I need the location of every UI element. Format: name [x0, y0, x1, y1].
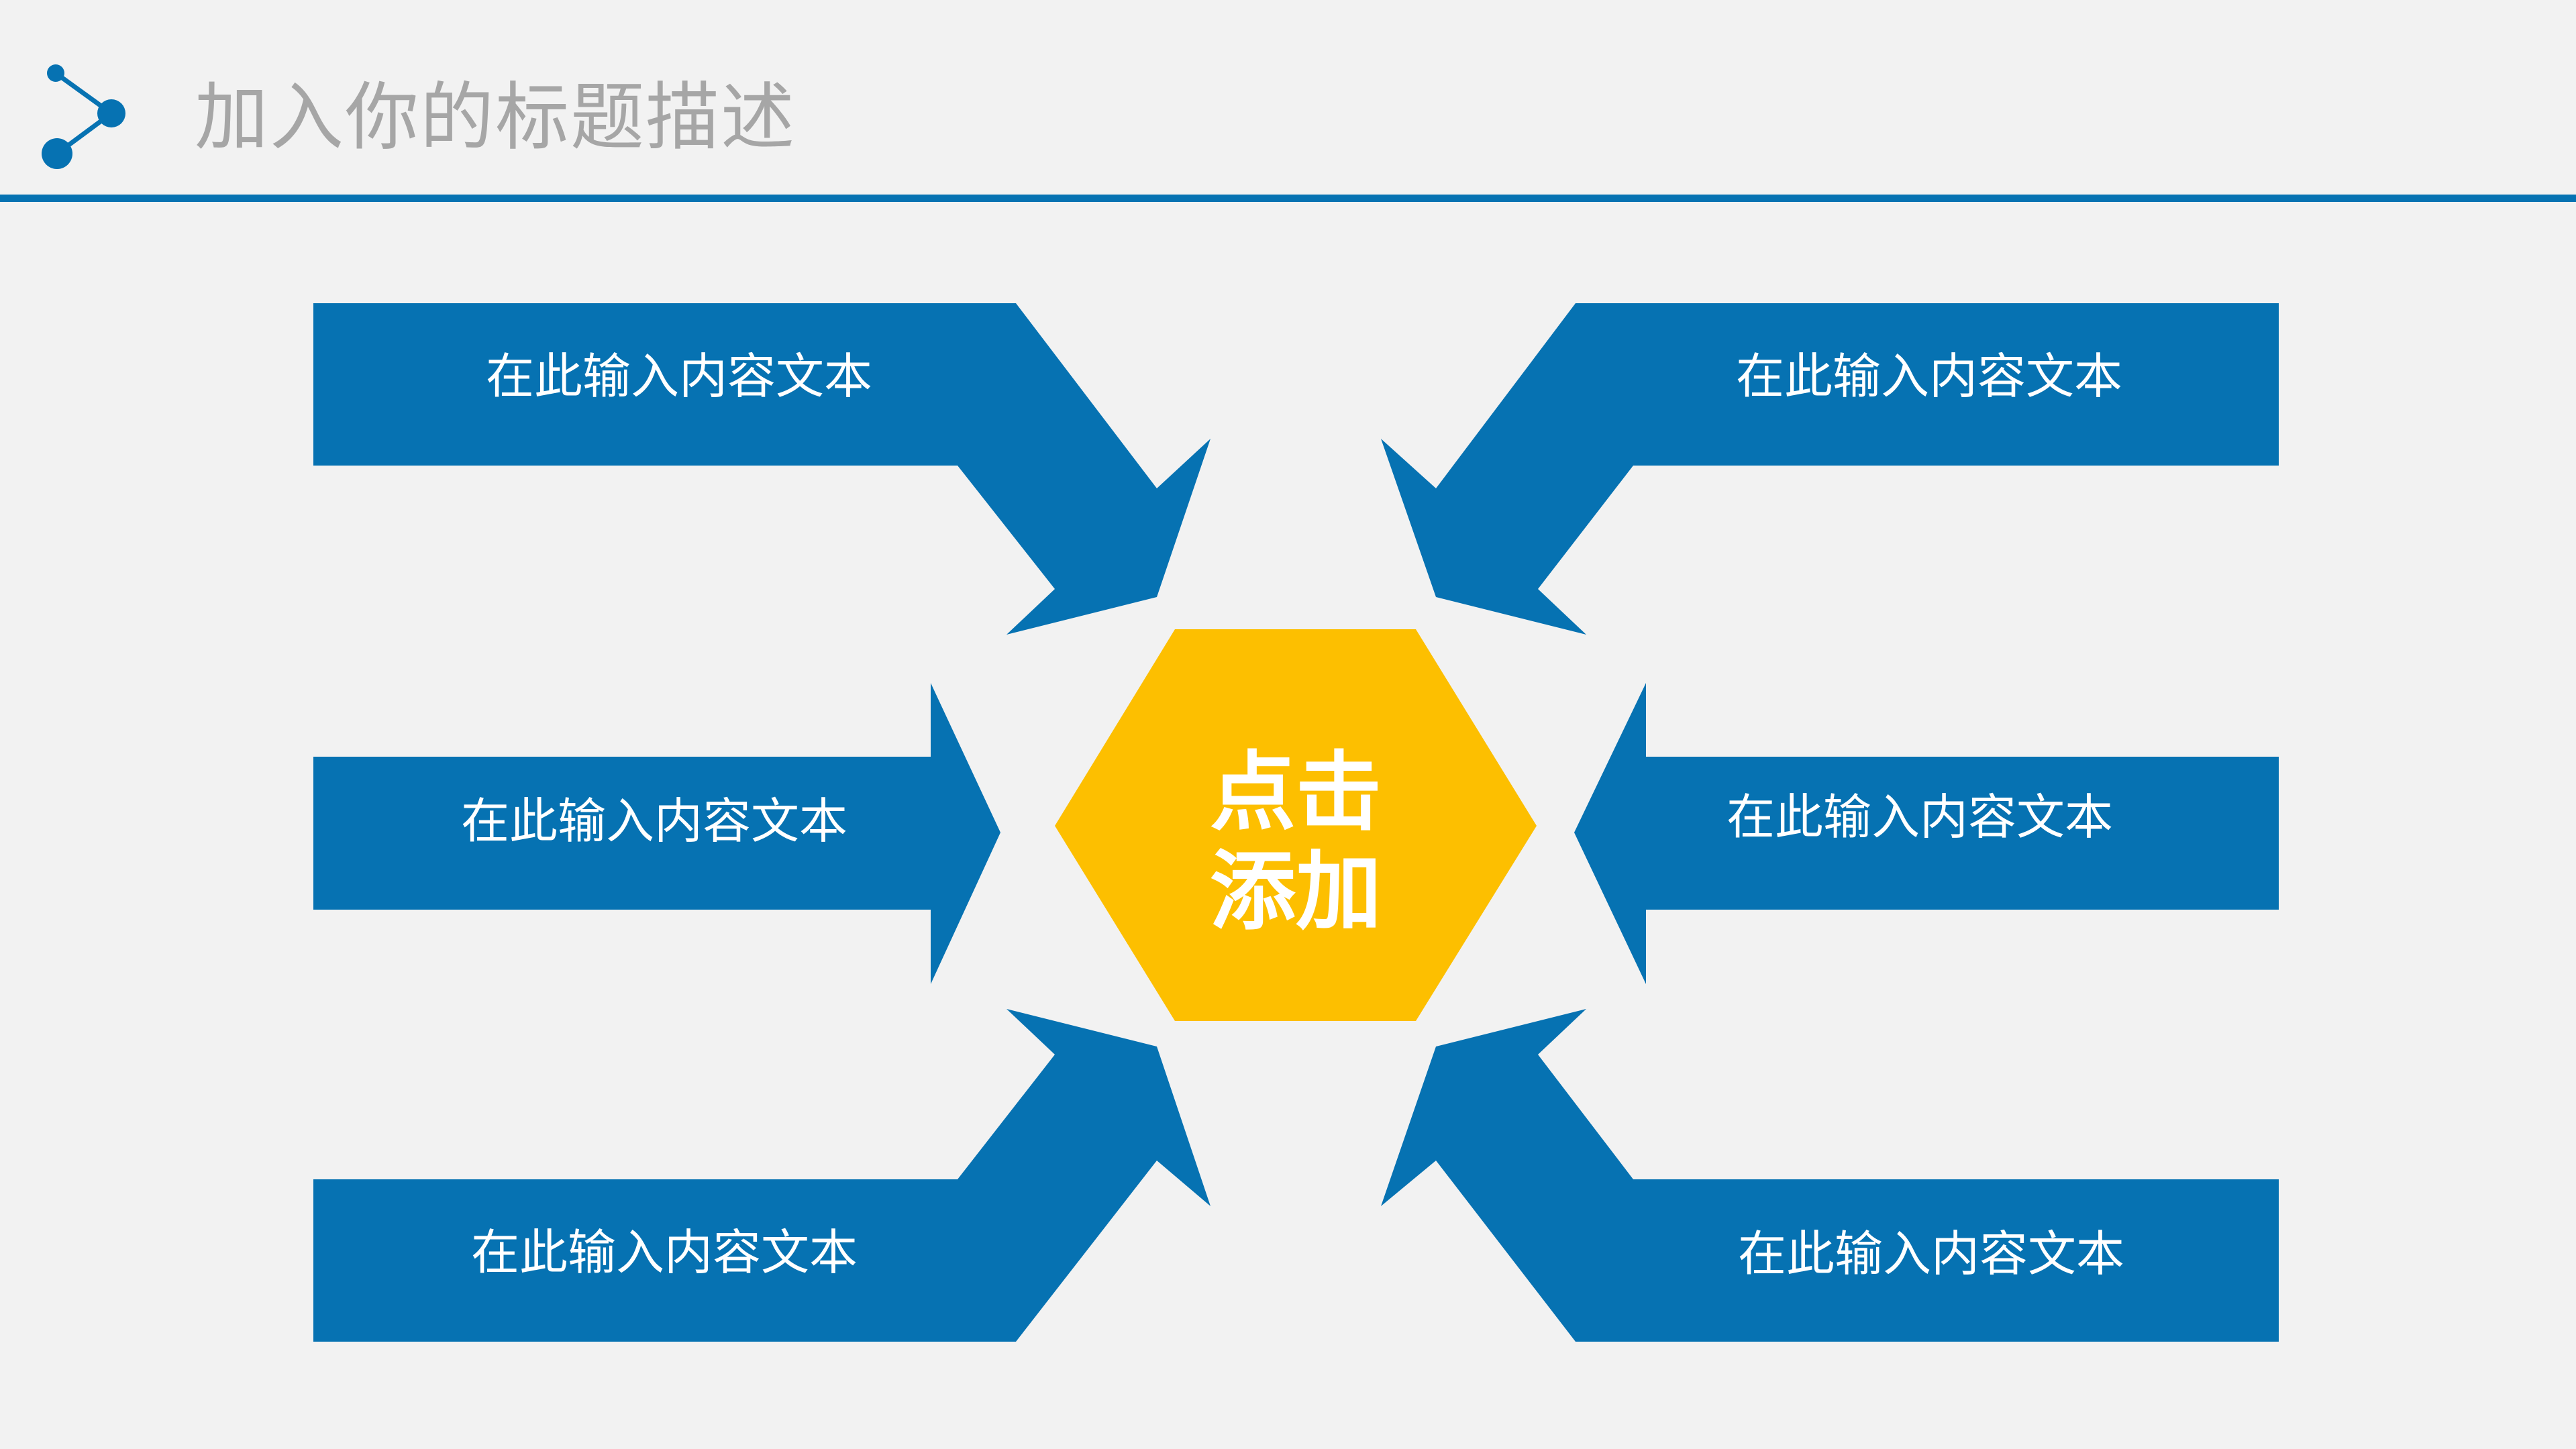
header-divider — [0, 195, 2576, 202]
hub-label[interactable]: 点击 添加 — [1175, 743, 1416, 942]
arrow-label-middle-right: 在此输入内容文本 — [1726, 789, 2114, 845]
arrow-middle-right[interactable] — [1574, 683, 2279, 984]
center-hexagon[interactable] — [1055, 629, 1537, 1021]
arrow-label-middle-left: 在此输入内容文本 — [460, 793, 848, 849]
arrow-label-top-right: 在此输入内容文本 — [1735, 348, 2123, 405]
arrow-bottom-right[interactable] — [1381, 1009, 2279, 1342]
connection-nodes-icon — [42, 64, 125, 169]
hub-label-line2: 添加 — [1209, 842, 1382, 942]
arrow-top-left[interactable] — [313, 303, 1210, 635]
arrow-bottom-left[interactable] — [313, 1009, 1210, 1342]
arrow-label-bottom-right: 在此输入内容文本 — [1737, 1226, 2125, 1282]
hub-label-line1: 点击 — [1209, 743, 1382, 843]
arrow-top-right[interactable] — [1381, 303, 2279, 635]
arrow-label-top-left: 在此输入内容文本 — [485, 348, 873, 405]
arrow-middle-left[interactable] — [313, 683, 1000, 984]
arrow-label-bottom-left: 在此输入内容文本 — [470, 1224, 858, 1281]
page-title: 加入你的标题描述 — [195, 74, 796, 160]
